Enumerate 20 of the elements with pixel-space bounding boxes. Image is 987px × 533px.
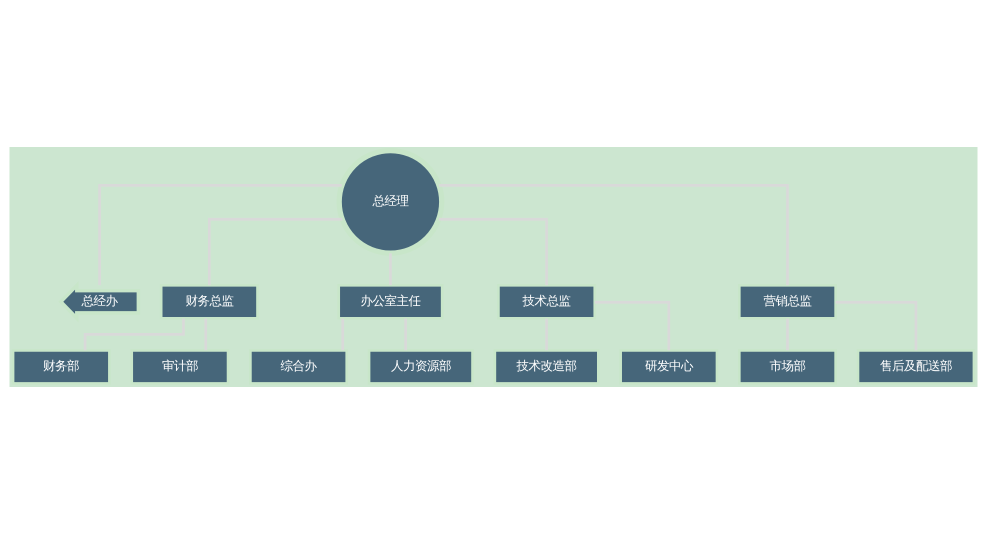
node-box: 审计部 (130, 348, 230, 384)
connector (208, 217, 342, 285)
node-box: 财务总监 (160, 283, 259, 320)
node-box: 技术改造部 (494, 348, 600, 384)
node-circle: 总经理 (336, 147, 444, 256)
connector (439, 184, 789, 285)
node-box: 售后及配送部 (856, 348, 976, 384)
node-box: 研发中心 (619, 348, 718, 384)
connector (439, 217, 548, 285)
node-box: 市场部 (738, 348, 837, 384)
connector (98, 184, 342, 285)
node-box: 营销总监 (738, 283, 837, 320)
node-box: 技术总监 (497, 283, 596, 320)
connector (594, 300, 670, 350)
node-box: 综合办 (249, 348, 348, 384)
node-box: 财务部 (12, 348, 111, 384)
node-box: 办公室主任 (337, 283, 444, 320)
node-box: 人力资源部 (368, 348, 474, 384)
connector (84, 318, 185, 350)
connector (836, 300, 918, 350)
